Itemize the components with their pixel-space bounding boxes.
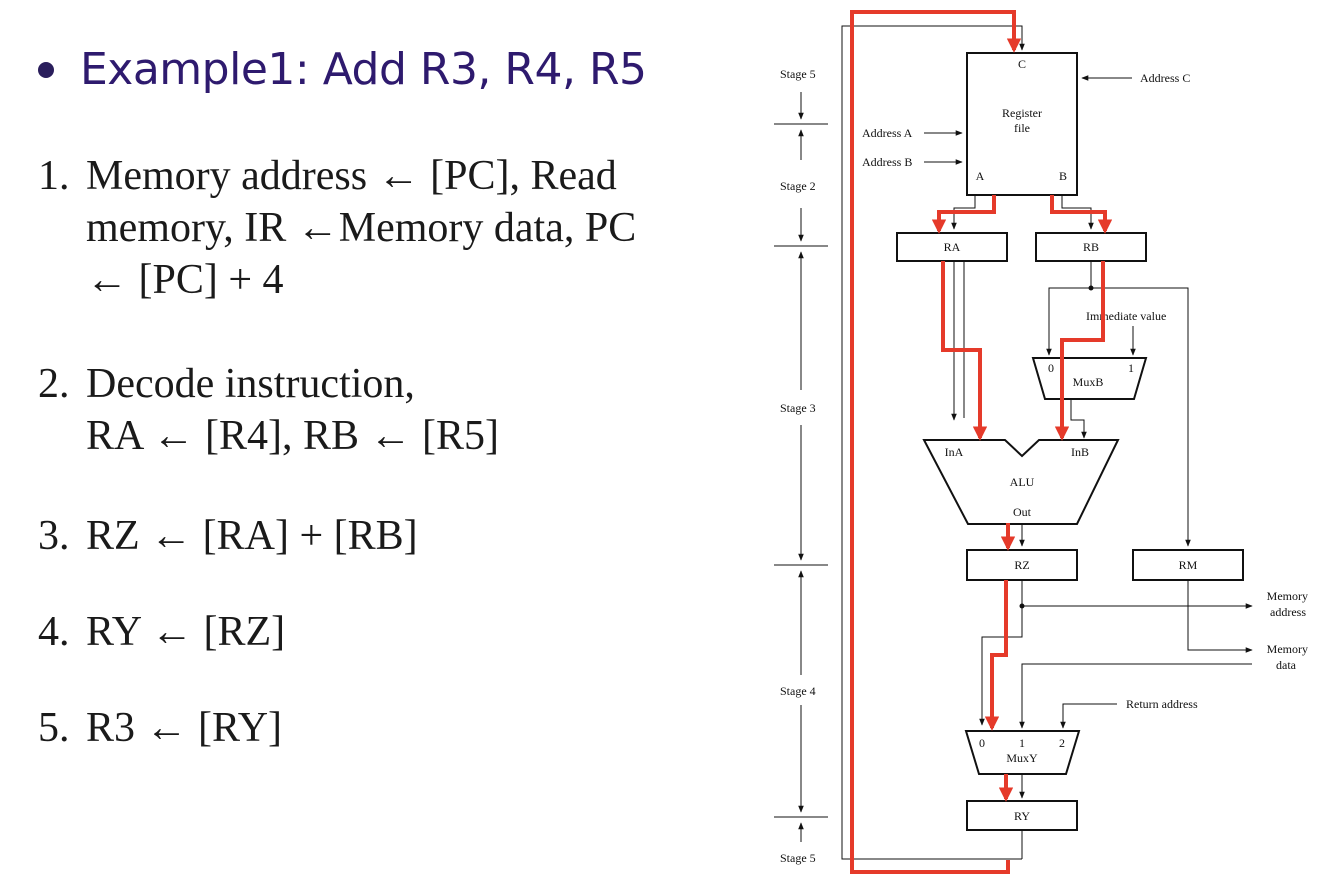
muxy-input-0: 0 xyxy=(979,736,985,750)
register-ra-label: RA xyxy=(944,240,961,254)
memory-data-label: Memory xyxy=(1267,642,1308,656)
step-text: RA ← [R4], RB ← [R5] xyxy=(86,413,500,459)
address-c-label: Address C xyxy=(1140,71,1190,85)
immediate-value-label: Immediate value xyxy=(1086,309,1166,323)
register-file-label: file xyxy=(1014,121,1030,135)
muxb-input-0: 0 xyxy=(1048,361,1054,375)
step-text: memory, IR ←Memory data, PC xyxy=(86,205,637,251)
step-number: 3. xyxy=(38,513,70,559)
register-ry xyxy=(966,800,1078,831)
step-text: R3 ← [RY] xyxy=(86,705,283,751)
stage-label: Stage 4 xyxy=(780,684,816,698)
muxy xyxy=(964,730,1081,775)
muxb-input-1: 1 xyxy=(1128,361,1134,375)
bullet-icon xyxy=(38,61,54,78)
muxb-label: MuxB xyxy=(1073,375,1104,389)
step-number: 2. xyxy=(38,361,70,407)
register-ry-label: RY xyxy=(1014,809,1030,823)
muxy-input-2: 2 xyxy=(1059,736,1065,750)
highlight-path xyxy=(850,10,1113,874)
title-row: Example1: Add R3, R4, R5 xyxy=(38,44,647,95)
step-text: RZ ← [RA] + [RB] xyxy=(86,513,418,559)
slide-title: Example1: Add R3, R4, R5 xyxy=(80,44,647,95)
memory-address-label: Memory xyxy=(1267,589,1308,603)
muxy-input-1: 1 xyxy=(1019,736,1025,750)
return-address-label: Return address xyxy=(1126,697,1198,711)
register-rz xyxy=(966,549,1078,581)
register-file-label: Register xyxy=(1002,106,1042,120)
step-text: Memory address ← [PC], Read xyxy=(86,153,617,199)
register-rb xyxy=(1035,232,1147,262)
alu xyxy=(922,439,1120,525)
stage-label: Stage 3 xyxy=(780,401,816,415)
address-a-label: Address A xyxy=(862,126,913,140)
junction-dot xyxy=(1088,285,1094,291)
register-file-port-c: C xyxy=(1018,57,1026,71)
step-number: 4. xyxy=(38,609,70,655)
register-rm xyxy=(1132,549,1244,581)
register-ra xyxy=(896,232,1008,262)
alu-ina-label: InA xyxy=(945,445,964,459)
memory-data-label: data xyxy=(1276,658,1297,672)
address-b-label: Address B xyxy=(862,155,912,169)
stage-label: Stage 5 xyxy=(780,67,816,81)
alu-out-label: Out xyxy=(1013,505,1032,519)
muxy-label: MuxY xyxy=(1006,751,1038,765)
stage-label: Stage 2 xyxy=(780,179,816,193)
step-text: Decode instruction, xyxy=(86,361,415,407)
step-number: 5. xyxy=(38,705,70,751)
alu-inb-label: InB xyxy=(1071,445,1089,459)
register-file-port-a: A xyxy=(976,169,985,183)
alu-label: ALU xyxy=(1010,475,1035,489)
register-rm-label: RM xyxy=(1179,558,1198,572)
stage-dividers xyxy=(774,92,828,842)
step-text: ← [PC] + 4 xyxy=(86,257,284,303)
junction-dot xyxy=(1019,603,1025,609)
register-rb-label: RB xyxy=(1083,240,1099,254)
stage-label: Stage 5 xyxy=(780,851,816,865)
register-file-port-b: B xyxy=(1059,169,1067,183)
register-file: C Register file A B xyxy=(966,52,1078,196)
step-text: RY ← [RZ] xyxy=(86,609,286,655)
register-rz-label: RZ xyxy=(1014,558,1029,572)
memory-address-label: address xyxy=(1270,605,1306,619)
datapath-wires xyxy=(841,25,1253,860)
step-number: 1. xyxy=(38,153,70,199)
